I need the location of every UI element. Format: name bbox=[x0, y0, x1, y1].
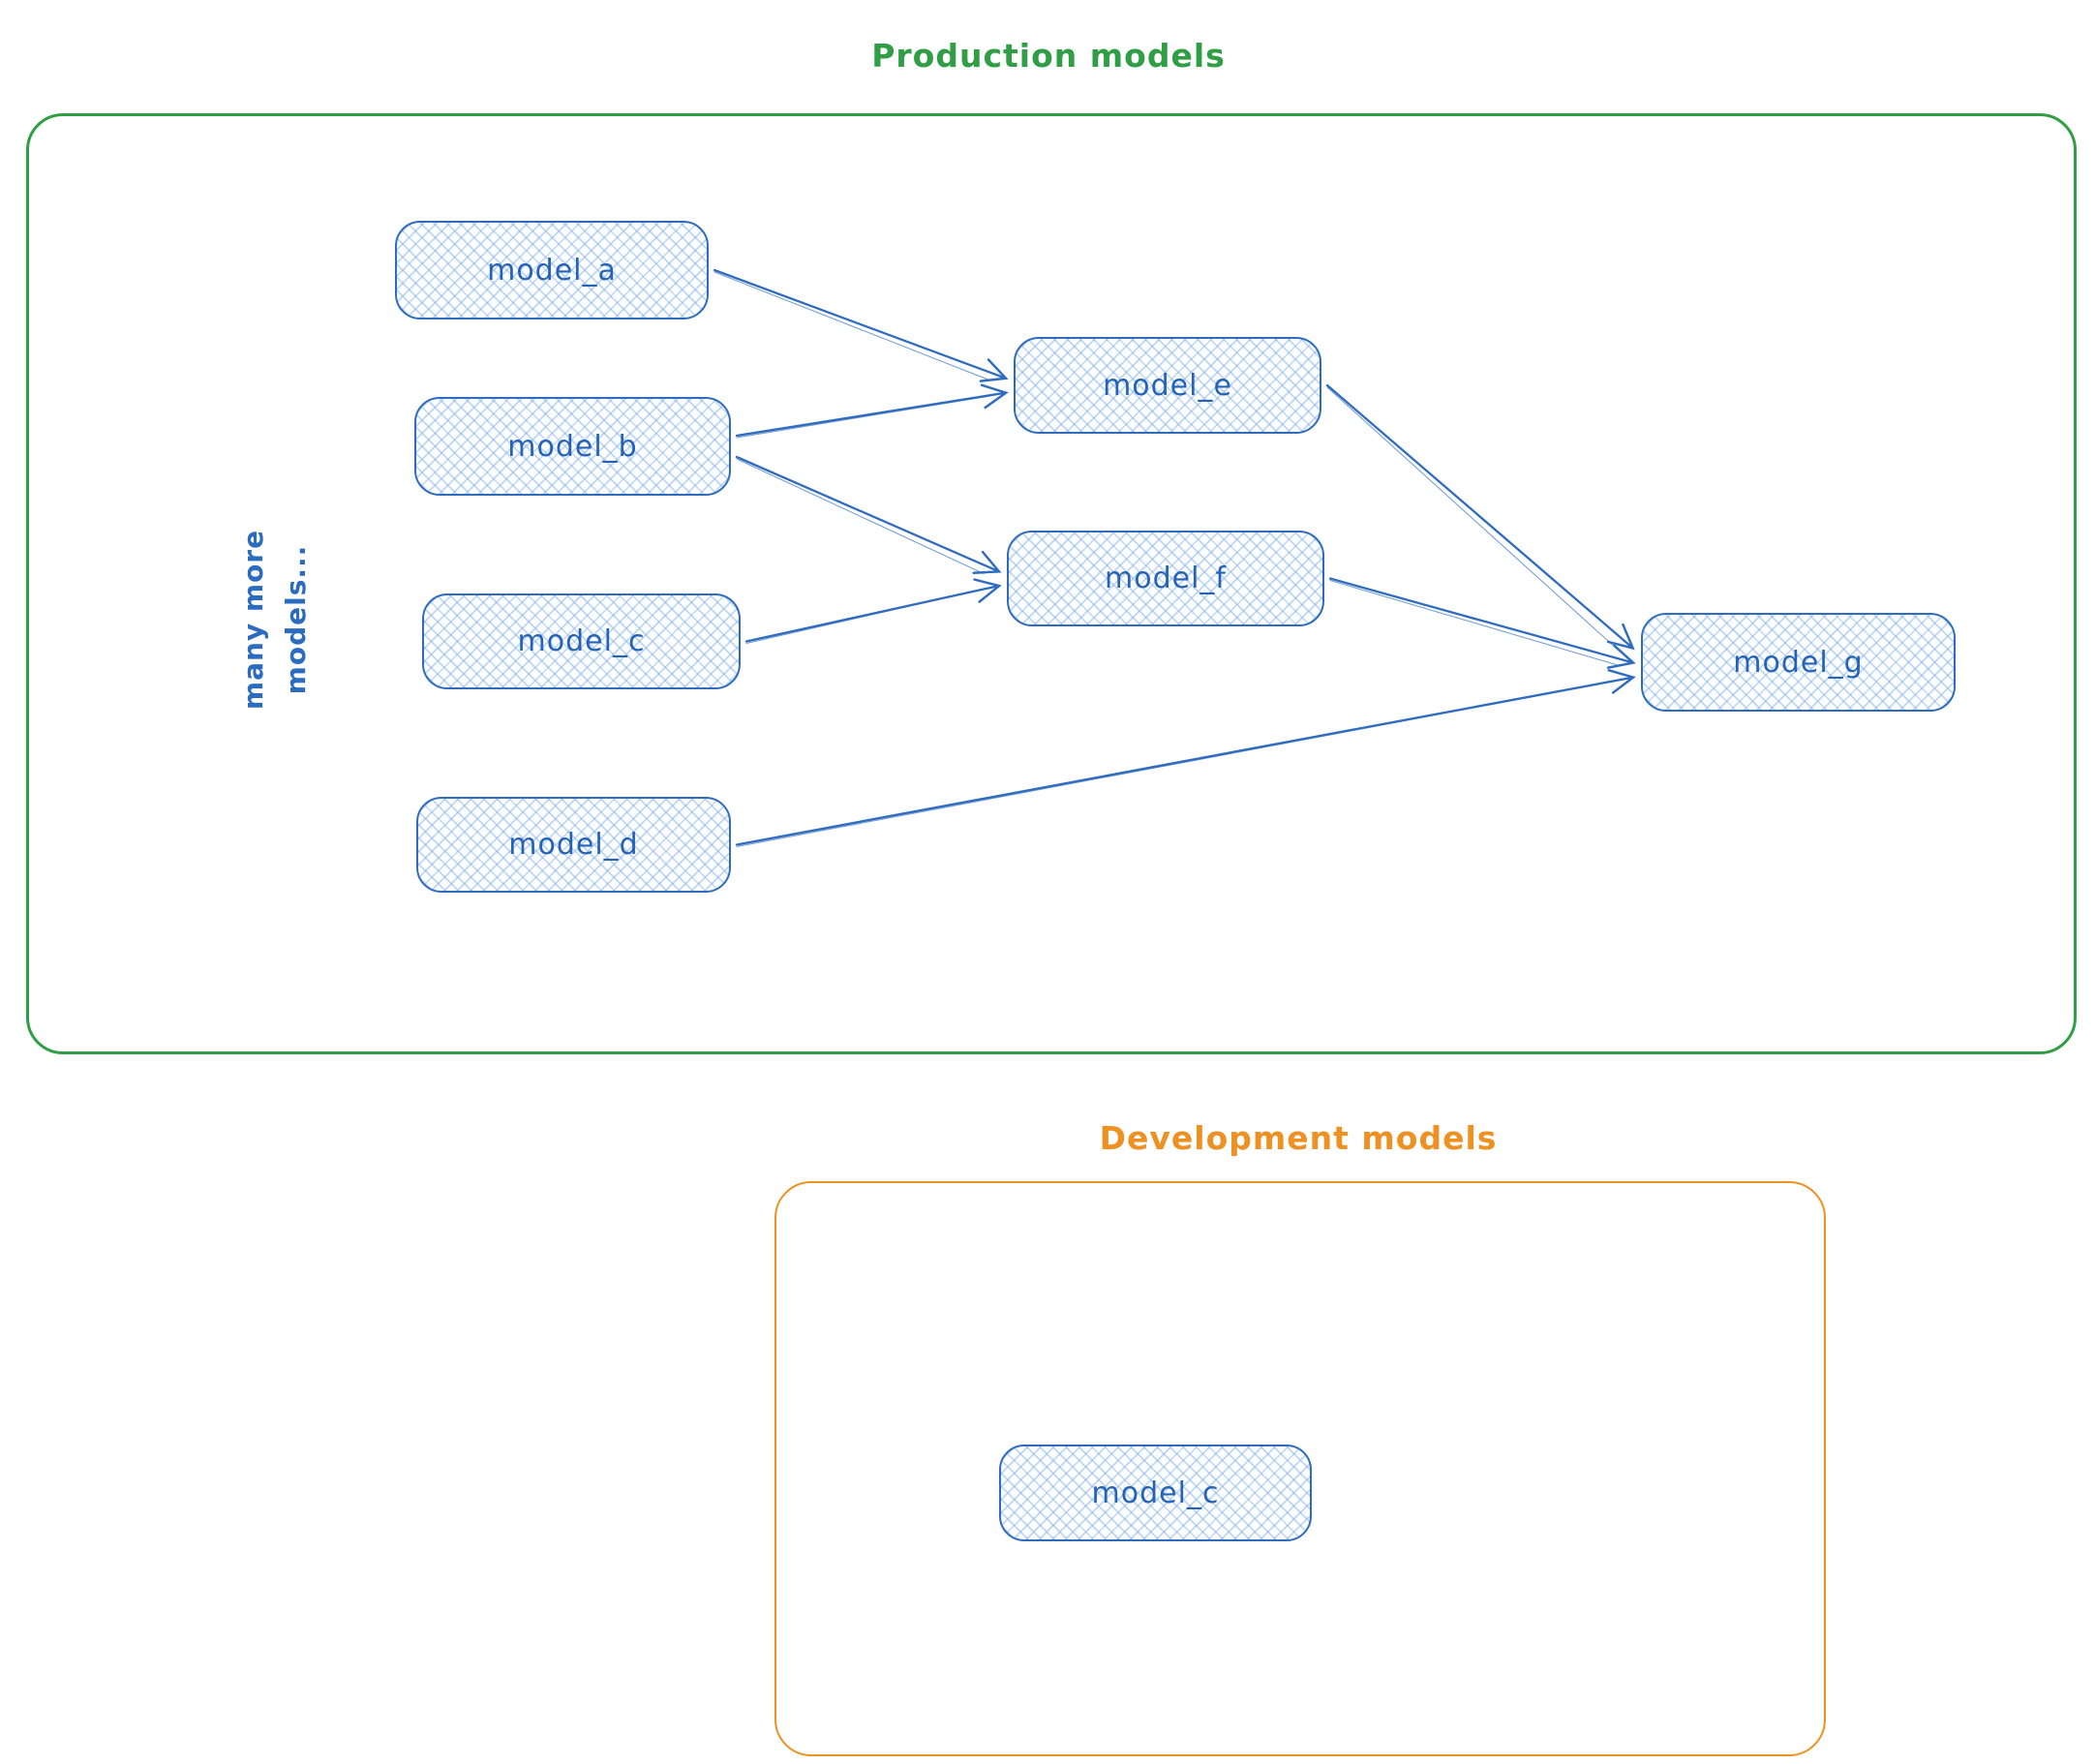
node-model-d[interactable]: model_d bbox=[416, 797, 731, 893]
node-model-g[interactable]: model_g bbox=[1641, 613, 1956, 712]
node-model-e[interactable]: model_e bbox=[1014, 337, 1321, 434]
node-model-f[interactable]: model_f bbox=[1007, 531, 1324, 626]
production-group-frame[interactable] bbox=[26, 113, 2077, 1054]
node-model-c-dev-label: model_c bbox=[1091, 1475, 1220, 1510]
production-group-title: Production models bbox=[871, 37, 1226, 75]
node-model-a-label: model_a bbox=[487, 253, 617, 288]
node-model-f-label: model_f bbox=[1105, 562, 1227, 595]
development-group-frame[interactable] bbox=[774, 1181, 1826, 1756]
many-more-models-note: many more models... bbox=[237, 529, 312, 711]
node-model-b[interactable]: model_b bbox=[414, 397, 731, 496]
node-model-g-label: model_g bbox=[1733, 645, 1864, 680]
node-model-a[interactable]: model_a bbox=[395, 221, 709, 319]
node-model-e-label: model_e bbox=[1103, 368, 1232, 403]
node-model-c-dev[interactable]: model_c bbox=[999, 1445, 1312, 1541]
node-model-d-label: model_d bbox=[508, 828, 639, 862]
node-model-c[interactable]: model_c bbox=[422, 593, 741, 689]
node-model-b-label: model_b bbox=[507, 429, 638, 464]
node-model-c-label: model_c bbox=[517, 624, 646, 658]
development-group-title: Development models bbox=[1099, 1119, 1498, 1157]
